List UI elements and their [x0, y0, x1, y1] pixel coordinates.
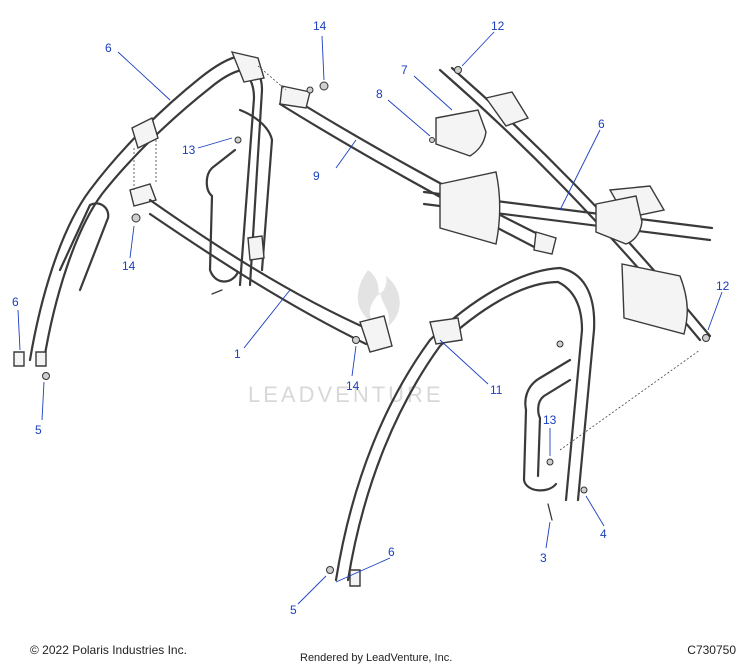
bolt-13-right	[546, 458, 554, 466]
callout-11: 11	[490, 383, 503, 397]
callout-14-center: 14	[346, 379, 360, 393]
nut-14-center	[352, 336, 360, 344]
rendered-by-text: Rendered by LeadVenture, Inc.	[300, 652, 453, 664]
nut-12-right	[702, 334, 710, 342]
bolt-right-top	[556, 340, 564, 348]
callout-13-left: 13	[182, 143, 196, 157]
bolt-3	[547, 503, 553, 521]
callout-12-top: 12	[491, 19, 505, 33]
callout-6-right: 6	[388, 545, 395, 559]
callout-numbers: 6 14 12 7 8 6 9 13 14 6 5 1 14 11 12 13 …	[12, 19, 730, 617]
washer-4	[580, 486, 588, 494]
callout-9: 8	[376, 87, 383, 101]
callout-10: 9	[313, 169, 320, 183]
bolt-lower-left	[211, 289, 223, 295]
part-1-cross-tube	[148, 198, 393, 353]
washer-5-left	[42, 372, 50, 380]
hardware-fasteners	[42, 66, 710, 574]
callout-7: 6	[598, 117, 605, 131]
nut-14-upper	[319, 81, 329, 91]
callout-5-left: 5	[35, 423, 42, 437]
bolt-13-left	[234, 136, 242, 144]
callout-13-right: 13	[543, 413, 557, 427]
callout-12-right: 12	[716, 279, 730, 293]
assembly-guides	[133, 65, 701, 451]
callout-1: 1	[234, 347, 241, 361]
callout-5-right: 5	[290, 603, 297, 617]
callout-3: 3	[540, 551, 547, 565]
callout-2: 6	[105, 41, 112, 55]
diagram-code: C730750	[687, 643, 736, 657]
screw-9	[429, 137, 435, 143]
callout-14-left: 14	[122, 259, 136, 273]
copyright-text: © 2022 Polaris Industries Inc.	[30, 643, 187, 657]
nut-12-upper	[454, 66, 462, 74]
part-10-upper-tube	[278, 85, 557, 255]
part-11-roll-hoop	[334, 266, 596, 587]
callout-4: 4	[600, 527, 607, 541]
callout-14-top: 14	[313, 19, 327, 33]
nut-14-left	[131, 213, 141, 223]
callout-6-left: 6	[12, 295, 19, 309]
callout-leaders	[17, 31, 723, 605]
callout-8: 7	[401, 63, 408, 77]
bolt-upper	[306, 86, 314, 94]
part-8-panel	[435, 109, 643, 245]
part-2-roll-hoop	[13, 51, 274, 367]
part-7-support-brace	[422, 66, 714, 342]
washer-5-right	[326, 566, 334, 574]
